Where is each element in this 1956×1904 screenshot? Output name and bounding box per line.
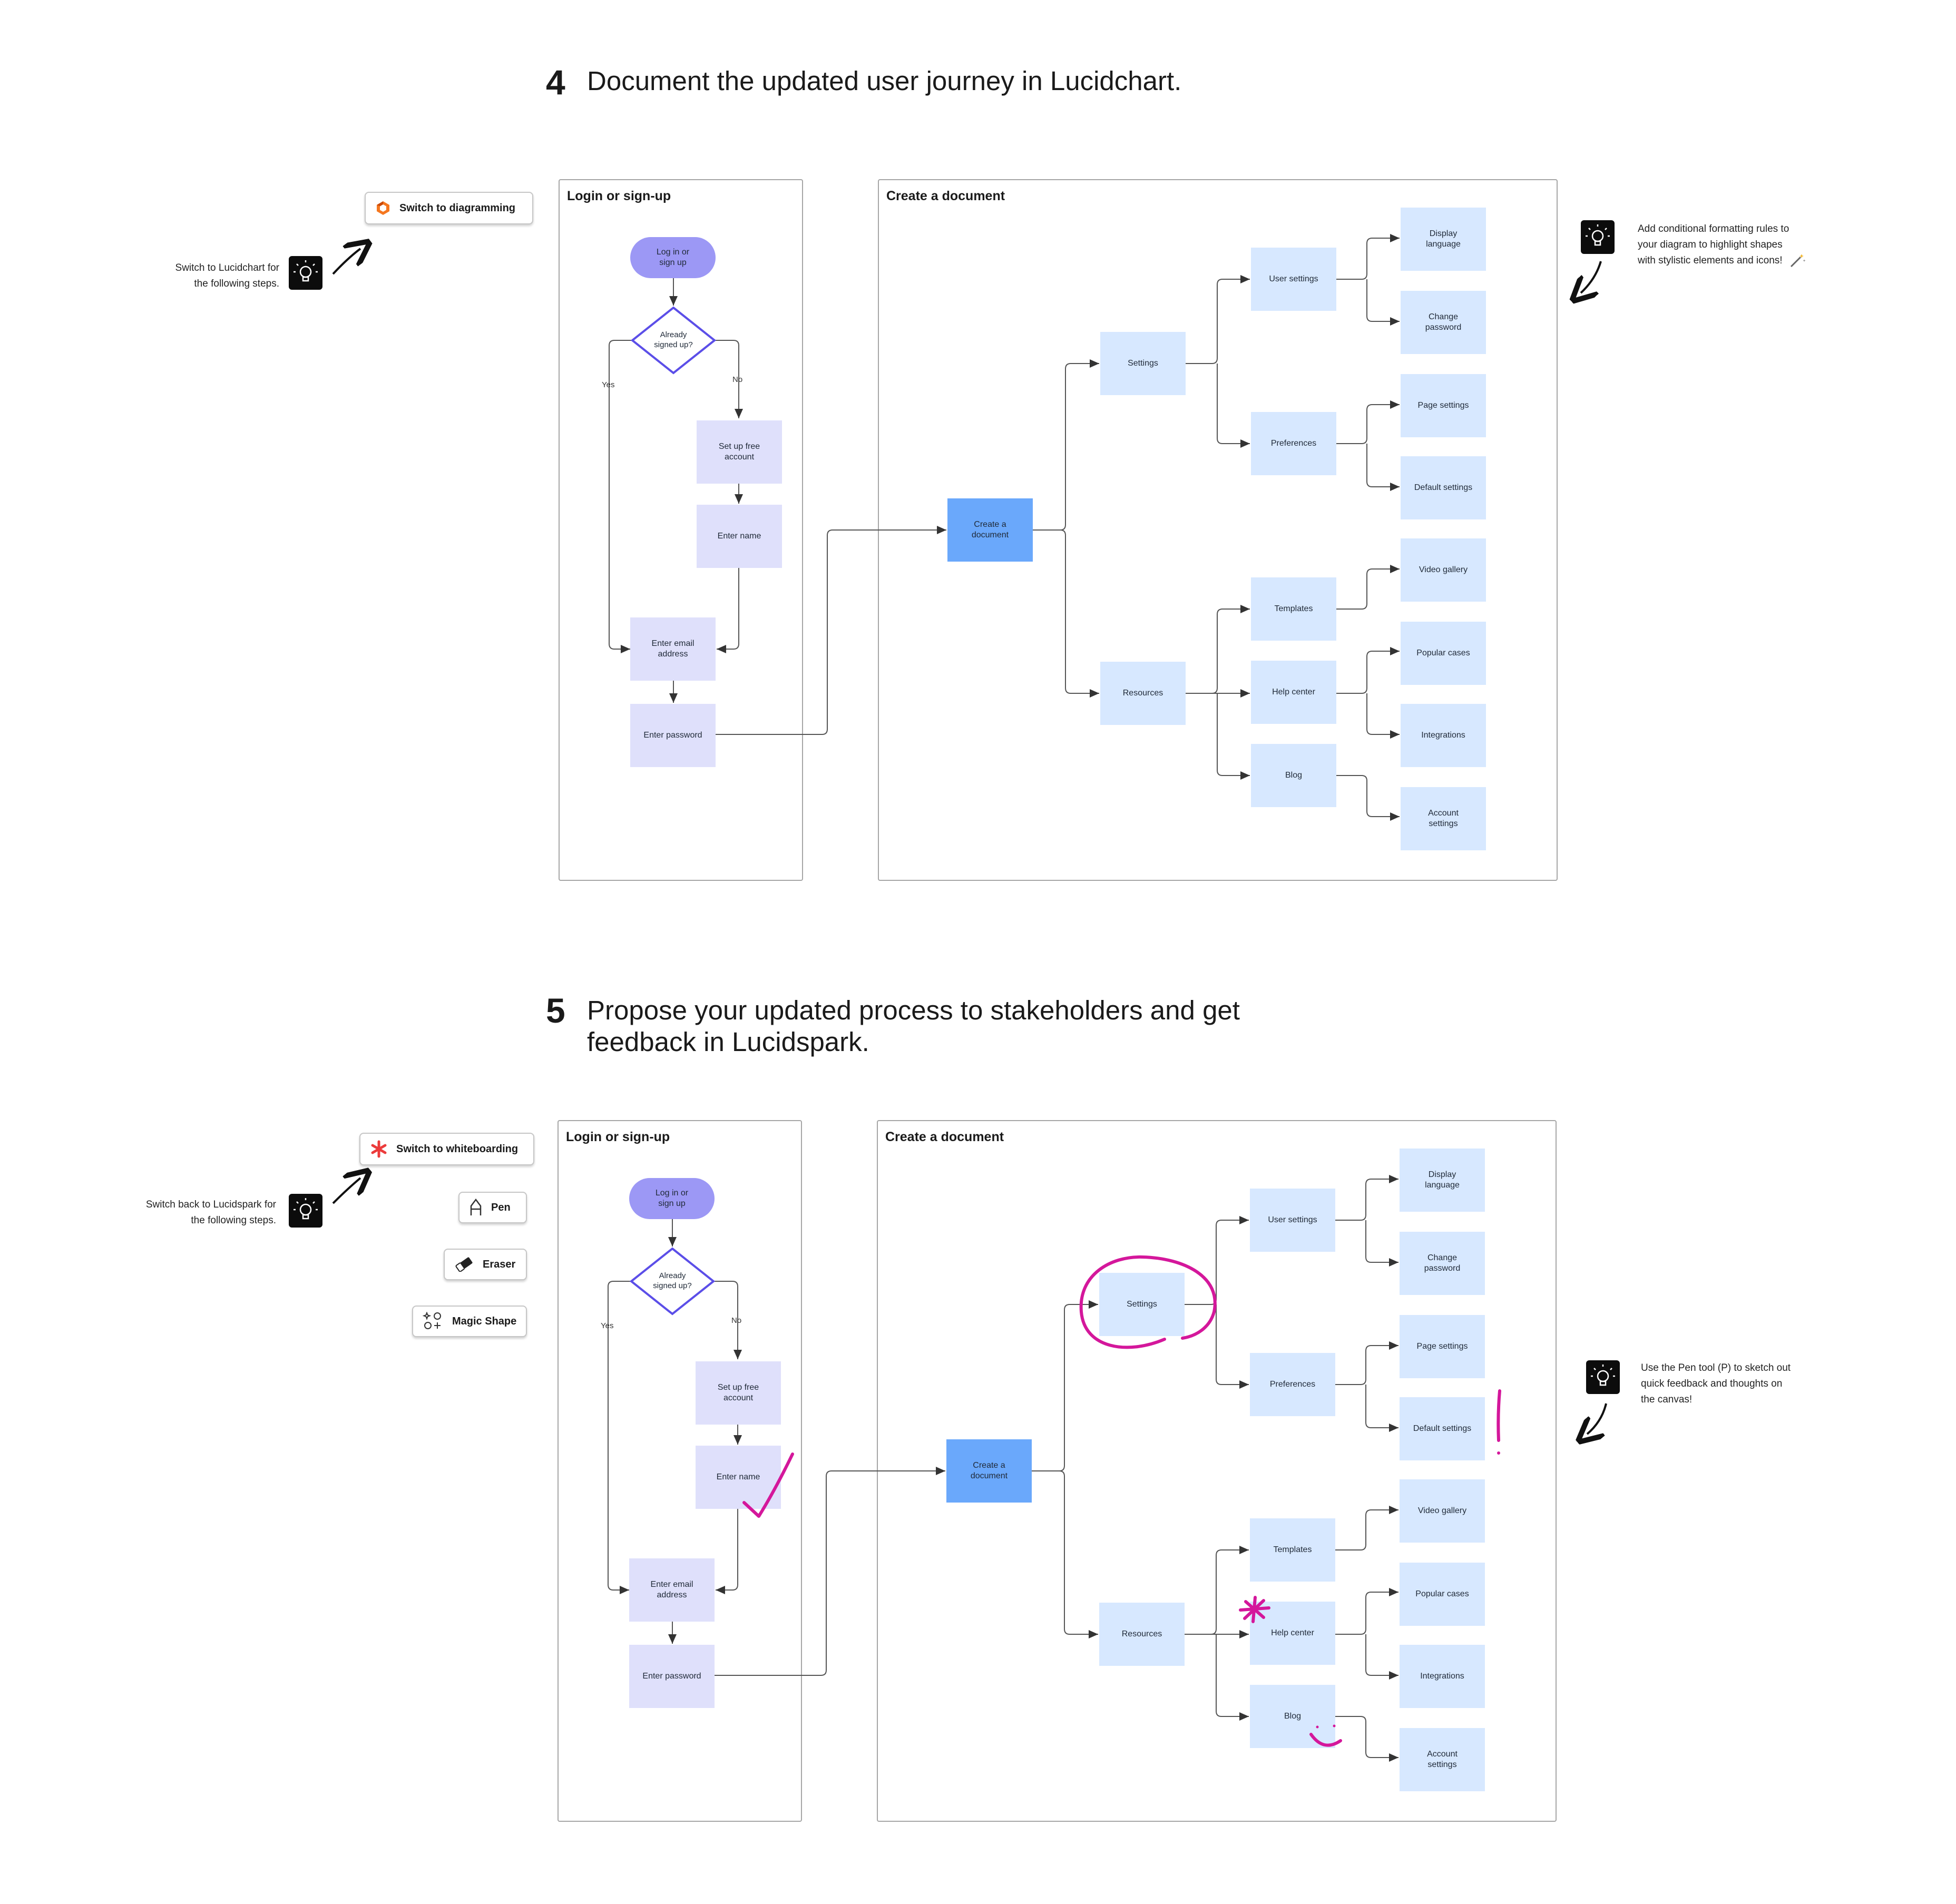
tip-pen-tool: Use the Pen tool (P) to sketch out quick… (1641, 1362, 1791, 1405)
node-blog[interactable]: Blog (1250, 1685, 1335, 1748)
step-4-number: 4 (546, 63, 565, 102)
node-resources[interactable]: Resources (1099, 1603, 1185, 1666)
create-frame-title: Create a document (885, 1130, 1004, 1144)
step-4-title: Document the updated user journey in Luc… (587, 66, 1182, 96)
magic-shape-label: Magic Shape (452, 1315, 517, 1327)
node-enter-name[interactable]: Enter name (697, 505, 782, 568)
magic-wand-icon (1790, 254, 1806, 268)
node-video-gallery[interactable]: Video gallery (1400, 1479, 1485, 1543)
pen-icon (470, 1199, 482, 1215)
node-preferences[interactable]: Preferences (1251, 412, 1336, 475)
tip-switch-to-lucidspark: Switch back to Lucidspark for the follow… (145, 1199, 276, 1226)
node-blog[interactable]: Blog (1251, 744, 1336, 807)
step-5-number: 5 (546, 991, 565, 1030)
lucidspark-logo-icon (371, 1140, 387, 1158)
node-popular-cases[interactable]: Popular cases (1400, 1563, 1485, 1626)
node-integrations[interactable]: Integrations (1401, 704, 1486, 767)
node-templates[interactable]: Templates (1250, 1518, 1335, 1582)
login-frame (559, 179, 803, 881)
lightbulb-icon (289, 256, 322, 290)
node-user-settings[interactable]: User settings (1250, 1189, 1335, 1252)
node-help-center[interactable]: Help center (1250, 1602, 1335, 1665)
node-help-center[interactable]: Help center (1251, 661, 1336, 724)
node-page-settings[interactable]: Page settings (1401, 374, 1486, 437)
login-frame-title: Login or sign-up (567, 189, 671, 203)
node-preferences[interactable]: Preferences (1250, 1353, 1335, 1416)
decision-diamond (629, 1247, 716, 1316)
lightbulb-icon (289, 1194, 322, 1228)
node-default-settings[interactable]: Default settings (1401, 456, 1486, 519)
pen-tool-button[interactable]: Pen (458, 1192, 527, 1223)
decision-diamond (630, 306, 717, 375)
eraser-tool-button[interactable]: Eraser (444, 1249, 527, 1280)
node-user-settings[interactable]: User settings (1251, 248, 1336, 311)
eraser-label: Eraser (483, 1258, 516, 1270)
node-default-settings[interactable]: Default settings (1400, 1397, 1485, 1460)
node-popular-cases[interactable]: Popular cases (1401, 622, 1486, 685)
pen-label: Pen (491, 1201, 511, 1213)
node-enter-password[interactable]: Enter password (629, 1645, 715, 1708)
tip-switch-to-lucidchart: Switch to Lucidchart for the following s… (175, 262, 279, 289)
tip-conditional-formatting: Add conditional formatting rules to your… (1638, 221, 1849, 269)
node-integrations[interactable]: Integrations (1400, 1645, 1485, 1708)
switch-to-diagramming-label: Switch to diagramming (399, 202, 516, 214)
node-video-gallery[interactable]: Video gallery (1401, 538, 1486, 602)
step-5-title: Propose your updated process to stakehol… (587, 995, 1240, 1057)
no-label: No (731, 1316, 742, 1325)
node-settings[interactable]: Settings (1099, 1273, 1185, 1336)
no-label: No (732, 375, 743, 384)
node-enter-name[interactable]: Enter name (696, 1446, 781, 1509)
switch-to-whiteboarding-label: Switch to whiteboarding (396, 1143, 519, 1155)
eraser-icon (455, 1257, 473, 1272)
switch-to-whiteboarding-button[interactable]: Switch to whiteboarding (359, 1133, 534, 1165)
yes-label: Yes (601, 1321, 614, 1330)
node-resources[interactable]: Resources (1100, 662, 1186, 725)
lucidchart-logo-icon (377, 201, 389, 215)
node-templates[interactable]: Templates (1251, 577, 1336, 641)
login-frame (558, 1120, 802, 1822)
lightbulb-icon (1581, 220, 1615, 254)
node-settings[interactable]: Settings (1100, 332, 1186, 395)
lightbulb-icon (1586, 1360, 1620, 1394)
magic-shape-tool-button[interactable]: Magic Shape (412, 1306, 527, 1337)
create-frame-title: Create a document (886, 189, 1005, 203)
node-enter-password[interactable]: Enter password (630, 704, 716, 767)
switch-to-diagramming-button[interactable]: Switch to diagramming (365, 192, 533, 224)
node-page-settings[interactable]: Page settings (1400, 1315, 1485, 1378)
login-frame-title: Login or sign-up (566, 1130, 670, 1144)
yes-label: Yes (602, 380, 615, 389)
magic-shape-icon (423, 1312, 441, 1329)
